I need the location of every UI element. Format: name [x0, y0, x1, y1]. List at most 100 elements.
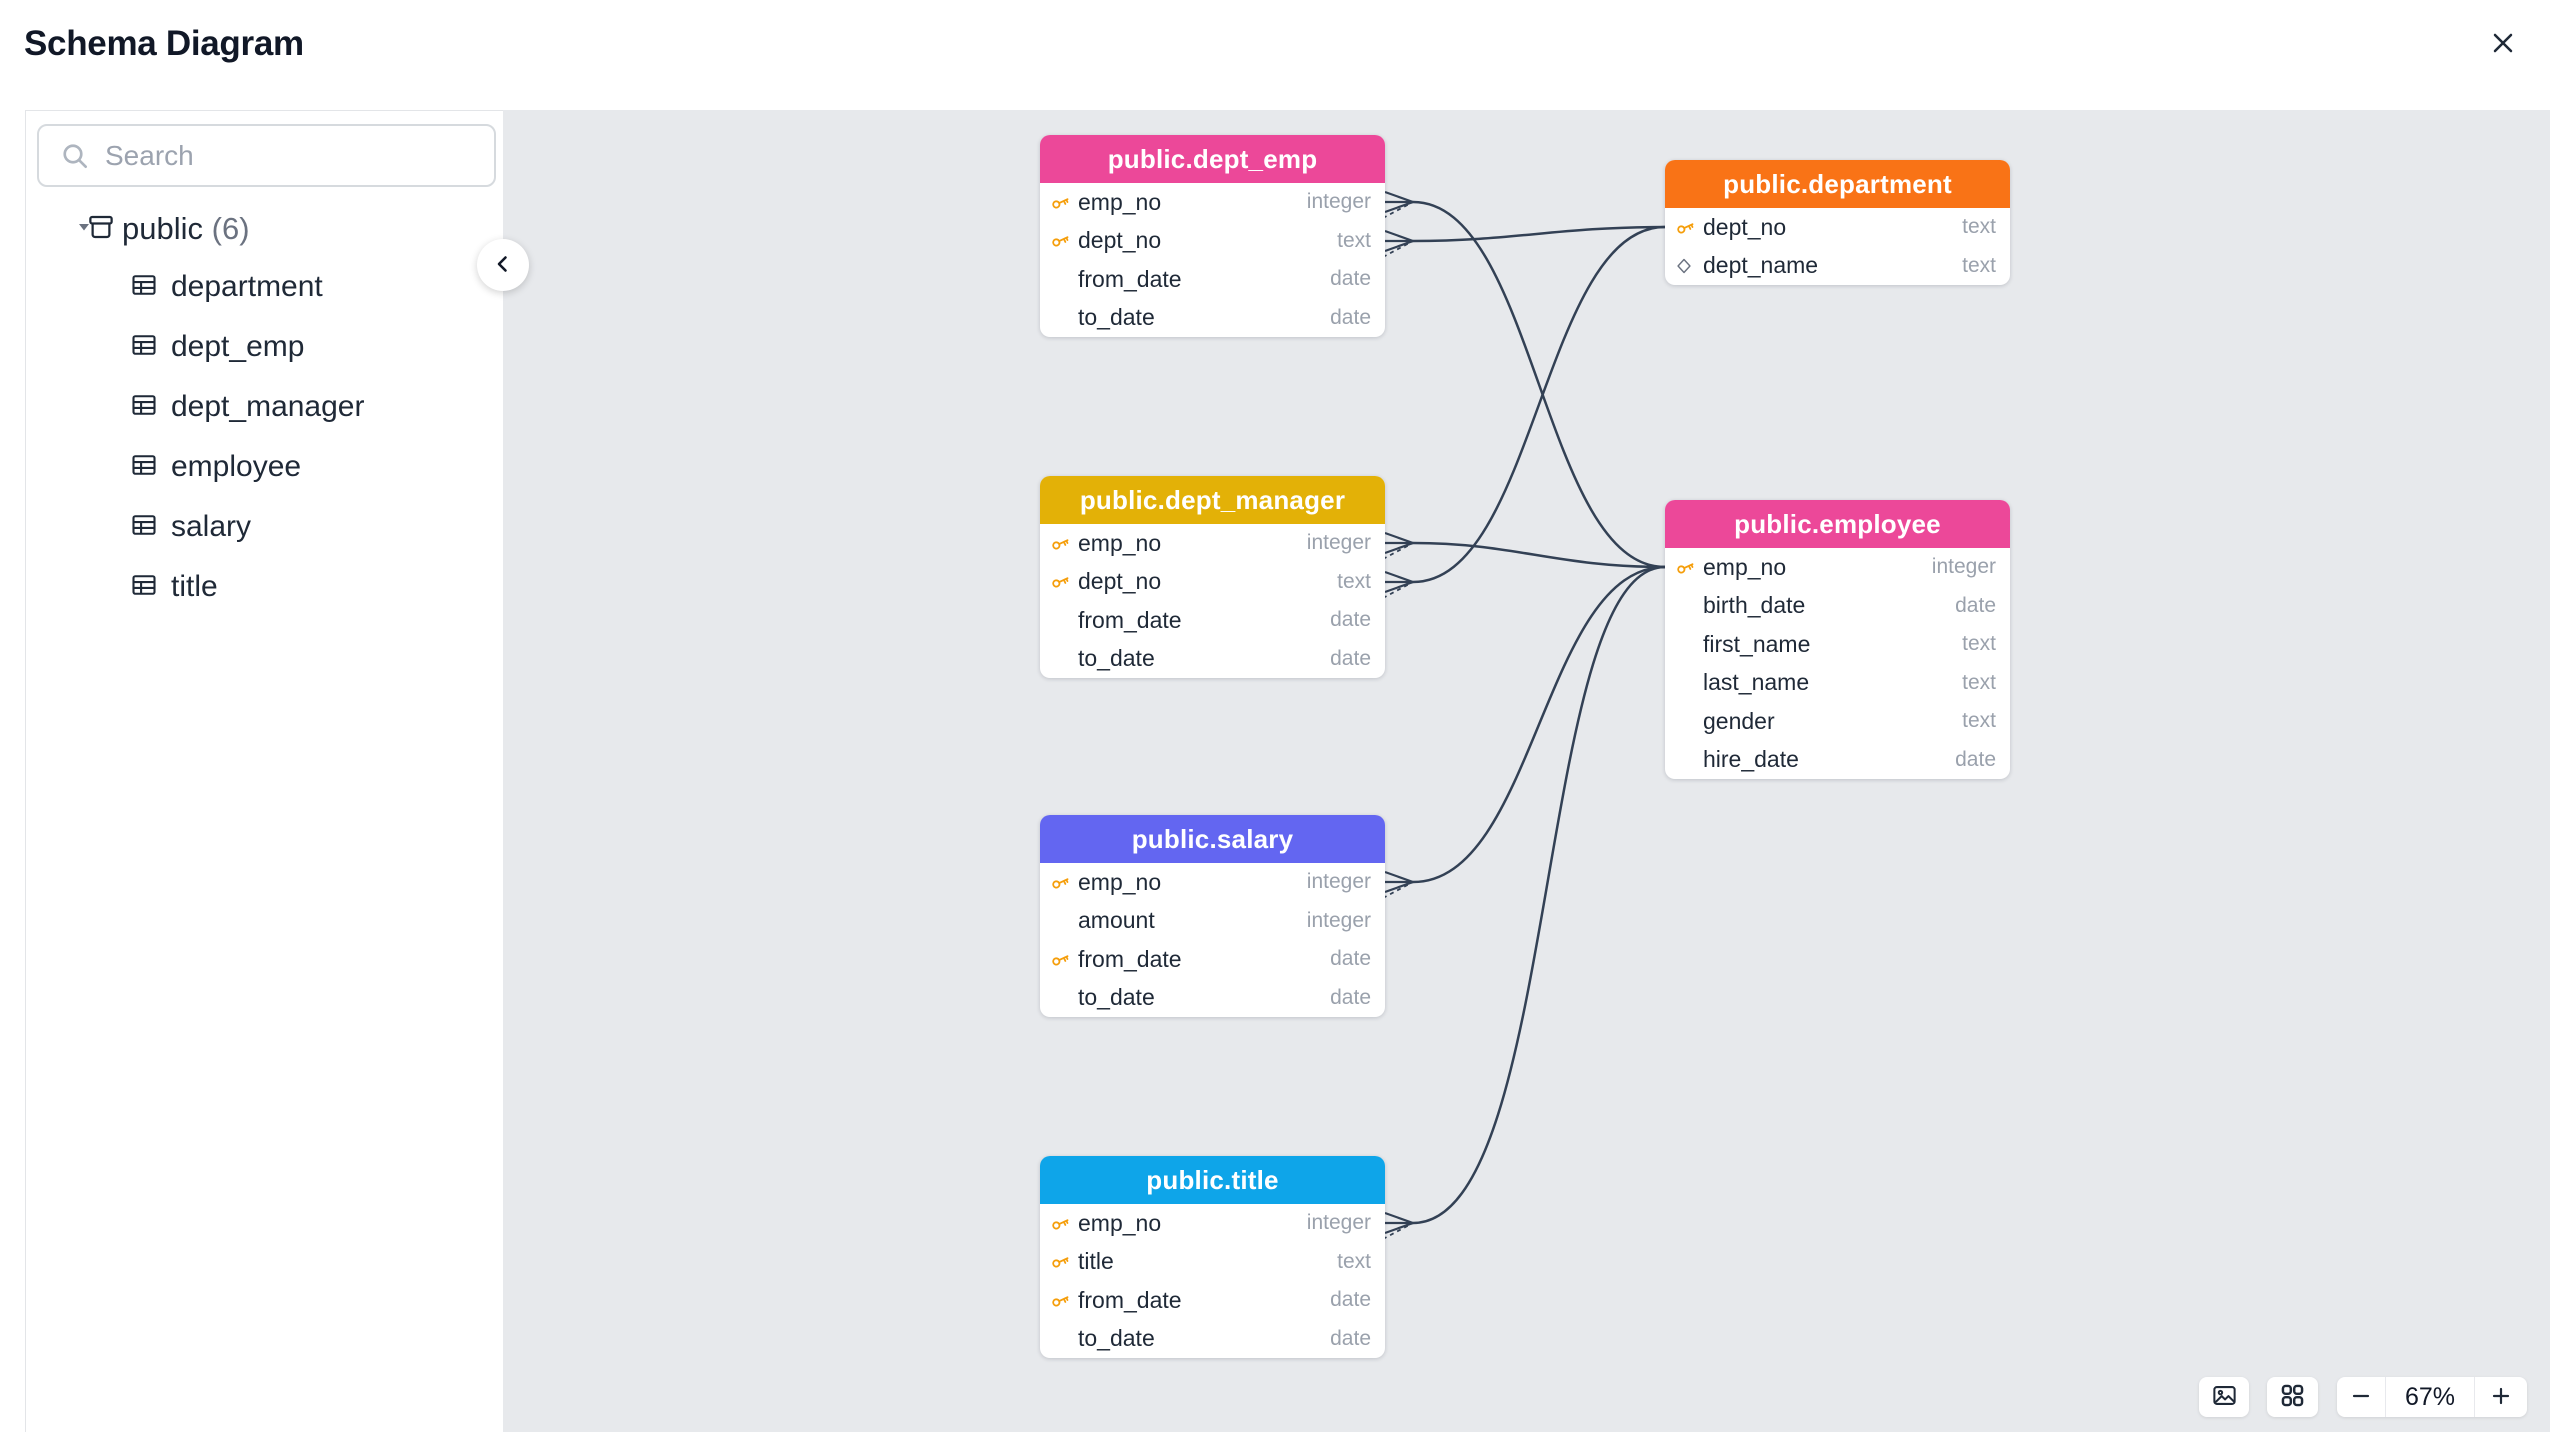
field-name: emp_no — [1078, 1209, 1162, 1236]
field-list: emp_no integer dept_no text from_date da… — [1040, 524, 1385, 678]
key-icon — [1050, 1252, 1074, 1272]
field-row[interactable]: dept_no text — [1665, 208, 2010, 247]
field-type: date — [1330, 985, 1371, 1009]
field-row[interactable]: dept_no text — [1040, 222, 1385, 261]
sidebar-item-dept_emp[interactable]: dept_emp — [26, 317, 503, 377]
export-image-button[interactable] — [2199, 1377, 2249, 1417]
field-row[interactable]: title text — [1040, 1243, 1385, 1282]
field-name: amount — [1078, 907, 1155, 934]
field-name: hire_date — [1703, 746, 1799, 773]
field-type: text — [1962, 215, 1996, 239]
table-node-salary[interactable]: public.salary emp_no integer amount inte… — [1040, 815, 1385, 1017]
field-row[interactable]: from_date date — [1040, 1281, 1385, 1320]
field-row[interactable]: to_date date — [1040, 640, 1385, 679]
field-row[interactable]: from_date date — [1040, 260, 1385, 299]
table-node-header[interactable]: public.dept_manager — [1040, 476, 1385, 524]
field-type: date — [1330, 1326, 1371, 1350]
table-node-title[interactable]: public.title emp_no integer title te — [1040, 1156, 1385, 1358]
field-row[interactable]: gender text — [1665, 702, 2010, 741]
key-icon — [1675, 557, 1699, 577]
field-row[interactable]: emp_no integer — [1665, 548, 2010, 587]
sidebar-item-department[interactable]: department — [26, 257, 503, 317]
table-count-badge: (6) — [211, 211, 250, 246]
field-type: date — [1330, 646, 1371, 670]
field-list: dept_no text dept_name text — [1665, 208, 2010, 285]
table-node-header[interactable]: public.title — [1040, 1156, 1385, 1204]
sidebar-item-label: salary — [171, 510, 252, 543]
field-row[interactable]: from_date date — [1040, 940, 1385, 979]
key-icon — [1050, 1213, 1074, 1233]
table-node-employee[interactable]: public.employee emp_no integer birth_dat… — [1665, 500, 2010, 779]
field-type: date — [1955, 747, 1996, 771]
zoom-in-icon — [2489, 1384, 2513, 1411]
key-icon — [1675, 217, 1699, 237]
table-node-dept_emp[interactable]: public.dept_emp emp_no integer dept_no — [1040, 135, 1385, 337]
field-name: title — [1078, 1248, 1114, 1275]
search-input[interactable] — [105, 139, 494, 172]
page-title: Schema Diagram — [24, 24, 304, 63]
field-row[interactable]: hire_date date — [1665, 741, 2010, 780]
field-row[interactable]: dept_no text — [1040, 563, 1385, 602]
field-row[interactable]: first_name text — [1665, 625, 2010, 664]
field-name: emp_no — [1078, 529, 1162, 556]
search-icon — [59, 140, 91, 172]
sidebar-item-label: employee — [171, 450, 302, 483]
field-name: to_date — [1078, 1325, 1155, 1352]
field-name: birth_date — [1703, 592, 1806, 619]
table-node-header[interactable]: public.department — [1665, 160, 2010, 208]
table-icon — [130, 511, 158, 544]
sidebar-item-dept_manager[interactable]: dept_manager — [26, 377, 503, 437]
sidebar-item-employee[interactable]: employee — [26, 437, 503, 497]
zoom-level: 67% — [2404, 1382, 2456, 1411]
field-row[interactable]: to_date date — [1040, 299, 1385, 338]
field-row[interactable]: emp_no integer — [1040, 183, 1385, 222]
field-type: text — [1337, 1249, 1371, 1273]
field-row[interactable]: to_date date — [1040, 1320, 1385, 1359]
table-icon — [130, 391, 158, 424]
field-name: to_date — [1078, 645, 1155, 672]
table-node-dept_manager[interactable]: public.dept_manager emp_no integer dept_… — [1040, 476, 1385, 678]
field-name: last_name — [1703, 669, 1810, 696]
field-type: integer — [1306, 190, 1371, 214]
close-button[interactable] — [2483, 24, 2523, 64]
field-row[interactable]: emp_no integer — [1040, 863, 1385, 902]
table-node-header[interactable]: public.employee — [1665, 500, 2010, 548]
field-row[interactable]: amount integer — [1040, 902, 1385, 941]
tree-node-public[interactable]: public (6) — [26, 201, 503, 257]
sidebar-item-title[interactable]: title — [26, 557, 503, 617]
field-type: date — [1330, 608, 1371, 632]
field-type: text — [1962, 632, 1996, 656]
table-icon — [130, 571, 158, 604]
zoom-out-icon — [2349, 1384, 2373, 1411]
sidebar-item-salary[interactable]: salary — [26, 497, 503, 557]
zoom-out-button[interactable] — [2337, 1377, 2386, 1417]
sidebar-collapse-button[interactable] — [477, 239, 529, 291]
sidebar: public (6) department — [25, 110, 503, 1432]
field-type: text — [1962, 709, 1996, 733]
table-node-header[interactable]: public.dept_emp — [1040, 135, 1385, 183]
caret-down-icon[interactable] — [74, 217, 94, 242]
close-icon — [2487, 27, 2519, 62]
image-export-icon — [2211, 1382, 2238, 1412]
field-row[interactable]: emp_no integer — [1040, 1204, 1385, 1243]
auto-layout-button[interactable] — [2267, 1377, 2318, 1417]
table-node-department[interactable]: public.department dept_no text dept_name — [1665, 160, 2010, 285]
chevron-left-icon — [491, 252, 515, 279]
field-row[interactable]: from_date date — [1040, 601, 1385, 640]
zoom-in-button[interactable] — [2474, 1377, 2526, 1417]
table-node-header[interactable]: public.salary — [1040, 815, 1385, 863]
table-icon — [130, 451, 158, 484]
field-row[interactable]: emp_no integer — [1040, 524, 1385, 563]
sidebar-item-label: dept_emp — [171, 330, 305, 363]
field-name: from_date — [1078, 945, 1182, 972]
field-type: date — [1330, 1288, 1371, 1312]
field-row[interactable]: to_date date — [1040, 979, 1385, 1018]
key-icon — [1050, 949, 1074, 969]
field-name: to_date — [1078, 304, 1155, 331]
diagram-canvas[interactable] — [503, 110, 2550, 1432]
field-row[interactable]: last_name text — [1665, 664, 2010, 703]
field-row[interactable]: birth_date date — [1665, 587, 2010, 626]
field-type: text — [1337, 228, 1371, 252]
field-row[interactable]: dept_name text — [1665, 247, 2010, 286]
